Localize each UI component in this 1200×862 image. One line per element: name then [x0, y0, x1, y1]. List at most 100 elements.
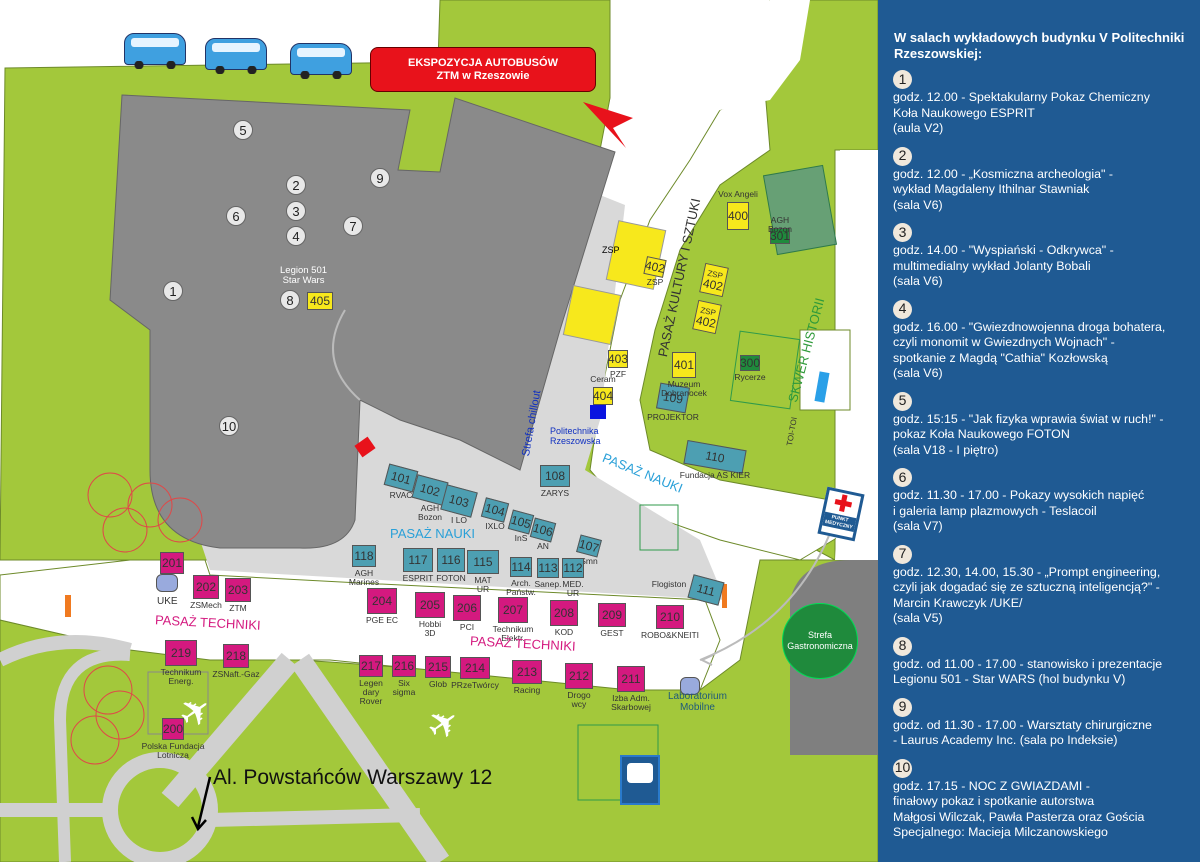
- stall-number: 212: [568, 669, 590, 683]
- stall-number: 214: [464, 661, 486, 675]
- stall-number: 217: [360, 659, 382, 673]
- stall-402[interactable]: 402: [643, 256, 667, 278]
- stall-label: Rycerze: [734, 372, 766, 382]
- stall-label: Polska Fundacja Lotnicza: [141, 741, 205, 760]
- stall-114[interactable]: 114: [510, 557, 532, 577]
- stall-118[interactable]: 118: [352, 545, 376, 567]
- event-text: (sala V6): [893, 366, 943, 380]
- stall-number: 207: [502, 603, 524, 617]
- event-number-badge: 7: [893, 544, 912, 564]
- event-text: czyli monomit w Gwiezdnych Wojnach" -: [893, 335, 1115, 349]
- stall-116[interactable]: 116: [437, 548, 465, 572]
- stall-206[interactable]: 206: [453, 595, 481, 621]
- stall-300[interactable]: 300: [740, 355, 760, 371]
- bus-exhibition-banner: EKSPOZYCJA AUTOBUSÓW ZTM w Rzeszowie: [370, 47, 596, 92]
- politechnika-label: Politechnika Rzeszowska: [550, 426, 601, 446]
- event-number-badge: 8: [893, 636, 912, 656]
- stall-213[interactable]: 213: [512, 660, 542, 684]
- stall-number: 117: [408, 553, 428, 567]
- stall-207[interactable]: 207: [498, 597, 528, 623]
- event-text: pokaz Koła Naukowego FOTON: [893, 427, 1070, 441]
- stall-label: AGH Marines: [348, 568, 380, 587]
- stall-number: 203: [227, 583, 249, 597]
- stall-115[interactable]: 115: [467, 550, 499, 574]
- stall-212[interactable]: 212: [565, 663, 593, 689]
- stall-label: Fundacja AS KIER: [679, 470, 751, 480]
- stall-215[interactable]: 215: [425, 656, 451, 678]
- stall-203[interactable]: 203: [225, 578, 251, 602]
- stall-label: KOD: [554, 627, 574, 637]
- stall-number: 210: [659, 610, 681, 624]
- event-text: godz. od 11.30 - 17.00 - Warsztaty chiru…: [893, 717, 1152, 732]
- stall-201[interactable]: 201: [160, 552, 184, 574]
- stall-108[interactable]: 108: [540, 465, 570, 487]
- stall-number: 219: [170, 646, 192, 660]
- stall-number: 213: [516, 665, 538, 679]
- bus-icon: [205, 38, 267, 74]
- stall-number: 215: [427, 660, 449, 674]
- stall-404[interactable]: 404: [593, 387, 613, 405]
- stall-216[interactable]: 216: [392, 655, 416, 677]
- stall-205[interactable]: 205: [415, 592, 445, 618]
- stall-number: 402: [643, 258, 667, 276]
- bus-icon: [124, 33, 186, 69]
- stall-117[interactable]: 117: [403, 548, 433, 572]
- building-marker-4: 4: [286, 226, 306, 246]
- event-text: Koła Naukowego ESPRIT: [893, 105, 1035, 120]
- stall-label: Technikum Energ.: [160, 667, 202, 686]
- stall-219[interactable]: 219: [165, 640, 197, 666]
- car-icon: [680, 677, 700, 695]
- stall-405[interactable]: 405: [307, 292, 333, 310]
- bus-icon: [290, 43, 352, 79]
- stall-400[interactable]: 400: [727, 202, 749, 230]
- building-marker-9: 9: [370, 168, 390, 188]
- stall-209[interactable]: 209: [598, 603, 626, 627]
- stall-217[interactable]: 217: [359, 655, 383, 677]
- stall-200[interactable]: 200: [162, 718, 184, 740]
- stall-number: 301: [769, 229, 791, 243]
- stall-number: 218: [225, 649, 247, 663]
- stall-403[interactable]: 403: [608, 350, 628, 368]
- stall-label: MED. UR: [562, 579, 584, 598]
- stall-301[interactable]: 301: [770, 228, 790, 244]
- stall-210[interactable]: 210: [656, 605, 684, 629]
- stall-label: AGH Bozon: [417, 503, 443, 522]
- stall-218[interactable]: 218: [223, 644, 249, 668]
- stall-number: 112: [563, 561, 583, 575]
- stall-label: Legen dary Rover: [359, 678, 383, 706]
- event-text: (sala V7): [893, 519, 943, 533]
- stall-label: AGH Bozon: [767, 215, 793, 234]
- stall-204[interactable]: 204: [367, 588, 397, 614]
- event-number-badge: 4: [893, 299, 912, 319]
- stall-401[interactable]: 401: [672, 352, 696, 378]
- stall-number: 108: [544, 469, 566, 483]
- stall-number: 208: [553, 606, 575, 620]
- stall-number: 209: [601, 608, 623, 622]
- event-text: (sala V6): [893, 197, 943, 212]
- stall-number: 202: [195, 580, 217, 594]
- stall-211[interactable]: 211: [617, 666, 645, 692]
- stall-208[interactable]: 208: [550, 600, 578, 626]
- stall-202[interactable]: 202: [193, 575, 219, 599]
- stall-label: GEST: [600, 628, 624, 638]
- stall-number: 113: [538, 561, 558, 575]
- stall-number: 103: [447, 491, 471, 511]
- event-number-badge: 9: [893, 697, 912, 717]
- stall-214[interactable]: 214: [460, 657, 490, 679]
- stall-label: Arch. Państw.: [506, 578, 536, 597]
- stall-113[interactable]: 113: [537, 558, 559, 578]
- event-text: wykład Magdaleny Ithilnar Stawniak: [893, 182, 1090, 196]
- stall-number: 216: [393, 659, 415, 673]
- stall-number: 403: [607, 352, 629, 366]
- event-text: (aula V2): [893, 121, 944, 135]
- stall-number: 401: [673, 358, 695, 372]
- stall-label: ROBO&KNEITI: [640, 630, 700, 640]
- stall-112[interactable]: 112: [562, 558, 584, 578]
- event-text: - Laurus Academy Inc. (sala po Indeksie): [893, 733, 1118, 747]
- stall-label: Technikum Elektr.: [492, 624, 534, 643]
- stall-label: ESPRIT: [402, 573, 434, 583]
